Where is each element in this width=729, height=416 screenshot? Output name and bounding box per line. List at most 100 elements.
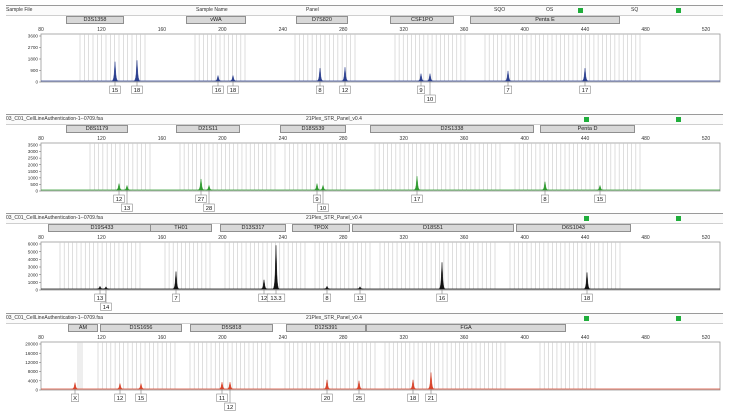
allele-call-box[interactable] xyxy=(579,85,591,94)
allele-call-box[interactable] xyxy=(581,293,593,302)
allele-peak[interactable] xyxy=(313,183,321,191)
locus-label-d2s1338[interactable]: D2S1338 xyxy=(370,125,534,133)
allele-peak[interactable] xyxy=(226,382,234,390)
allele-peak[interactable] xyxy=(504,70,512,82)
allele-call-box[interactable] xyxy=(266,293,286,302)
allele-call-box[interactable] xyxy=(424,94,436,103)
allele-call-box[interactable] xyxy=(224,402,236,411)
allele-call-box[interactable] xyxy=(353,393,365,402)
allele-call-box[interactable] xyxy=(317,203,329,212)
allele-call-box[interactable] xyxy=(504,85,512,94)
allele-peak[interactable] xyxy=(272,245,280,290)
locus-label-d19s433[interactable]: D19S433 xyxy=(48,224,156,232)
allele-peak[interactable] xyxy=(316,68,324,82)
allele-peak[interactable] xyxy=(427,372,435,390)
allele-call-box[interactable] xyxy=(94,293,106,302)
allele-call-box[interactable] xyxy=(100,302,112,311)
y-tick-label: 6000 xyxy=(28,242,39,247)
allele-peak[interactable] xyxy=(341,67,349,82)
allele-call-box[interactable] xyxy=(407,393,419,402)
allele-peak[interactable] xyxy=(409,379,417,390)
allele-call-box[interactable] xyxy=(216,393,228,402)
locus-label-fga[interactable]: FGA xyxy=(366,324,566,332)
allele-peak[interactable] xyxy=(356,286,364,290)
allele-peak[interactable] xyxy=(102,286,110,290)
allele-call-box[interactable] xyxy=(339,85,351,94)
allele-call-box[interactable] xyxy=(227,85,239,94)
locus-label-vwa[interactable]: vWA xyxy=(186,16,246,24)
allele-call-box[interactable] xyxy=(109,85,121,94)
allele-call-box[interactable] xyxy=(131,85,143,94)
allele-call-box[interactable] xyxy=(425,393,437,402)
allele-call-box[interactable] xyxy=(321,393,333,402)
allele-peak[interactable] xyxy=(71,382,79,390)
allele-peak[interactable] xyxy=(583,272,591,290)
locus-label-csf1po[interactable]: CSF1PO xyxy=(390,16,454,24)
allele-call-box[interactable] xyxy=(436,293,448,302)
locus-label-d13s317[interactable]: D13S317 xyxy=(220,224,286,232)
locus-label-penta-e[interactable]: Penta E xyxy=(470,16,620,24)
allele-peak[interactable] xyxy=(541,181,549,191)
x-tick-label: 360 xyxy=(460,27,469,33)
allele-call-box[interactable] xyxy=(114,393,126,402)
allele-call-box[interactable] xyxy=(203,203,215,212)
allele-call-box[interactable] xyxy=(135,393,147,402)
allele-call-box[interactable] xyxy=(113,194,125,203)
allele-peak[interactable] xyxy=(355,380,363,390)
allele-peak[interactable] xyxy=(172,271,180,290)
locus-label-tpox[interactable]: TPOX xyxy=(292,224,350,232)
allele-call-box[interactable] xyxy=(417,85,425,94)
locus-label-d18s539[interactable]: D18S539 xyxy=(280,125,346,133)
allele-peak[interactable] xyxy=(197,178,205,191)
allele-call-box[interactable] xyxy=(316,85,324,94)
locus-label-am[interactable]: AM xyxy=(68,324,98,332)
allele-peak[interactable] xyxy=(417,73,425,82)
allele-call-box[interactable] xyxy=(71,393,79,402)
allele-peak[interactable] xyxy=(214,74,222,82)
allele-call-box[interactable] xyxy=(195,194,207,203)
x-tick-label: 280 xyxy=(339,235,348,241)
allele-peak[interactable] xyxy=(133,60,141,82)
allele-peak[interactable] xyxy=(218,382,226,390)
locus-label-th01[interactable]: TH01 xyxy=(150,224,212,232)
allele-peak[interactable] xyxy=(581,68,589,82)
allele-call-box[interactable] xyxy=(172,293,180,302)
x-tick-label: 200 xyxy=(218,235,227,241)
allele-peak[interactable] xyxy=(229,74,237,82)
allele-peak[interactable] xyxy=(116,382,124,390)
allele-call-box[interactable] xyxy=(594,194,606,203)
locus-label-d12s391[interactable]: D12S391 xyxy=(286,324,366,332)
locus-label-d7s820[interactable]: D7S820 xyxy=(296,16,348,24)
locus-label-d6s1043[interactable]: D6S1043 xyxy=(516,224,631,232)
allele-peak[interactable] xyxy=(115,183,123,191)
allele-peak[interactable] xyxy=(111,61,119,82)
locus-label-penta-d[interactable]: Penta D xyxy=(540,125,635,133)
allele-peak[interactable] xyxy=(323,379,331,390)
allele-peak[interactable] xyxy=(123,184,131,191)
allele-peak[interactable] xyxy=(137,382,145,390)
allele-peak[interactable] xyxy=(438,262,446,290)
locus-label-d21s11[interactable]: D21S11 xyxy=(176,125,240,133)
locus-label-d5s818[interactable]: D5S818 xyxy=(190,324,273,332)
allele-call-box[interactable] xyxy=(411,194,423,203)
allele-call-box[interactable] xyxy=(313,194,321,203)
allele-peak[interactable] xyxy=(323,285,331,290)
locus-label-d3s1358[interactable]: D3S1358 xyxy=(66,16,124,24)
allele-peak[interactable] xyxy=(319,184,327,191)
allele-call-box[interactable] xyxy=(354,293,366,302)
allele-peak[interactable] xyxy=(596,184,604,191)
allele-call-box[interactable] xyxy=(541,194,549,203)
x-tick-label: 400 xyxy=(520,136,529,142)
allele-peak[interactable] xyxy=(205,184,213,191)
allele-call-box[interactable] xyxy=(212,85,224,94)
allele-call-box[interactable] xyxy=(323,293,331,302)
allele-peak[interactable] xyxy=(96,285,104,290)
locus-label-d18s51[interactable]: D18S51 xyxy=(352,224,514,232)
allele-call-box[interactable] xyxy=(121,203,133,212)
locus-label-d8s1179[interactable]: D8S1179 xyxy=(66,125,128,133)
allele-peak[interactable] xyxy=(260,279,268,290)
locus-label-d1s1656[interactable]: D1S1656 xyxy=(100,324,182,332)
allele-peak[interactable] xyxy=(426,73,434,82)
allele-peak[interactable] xyxy=(413,176,421,191)
